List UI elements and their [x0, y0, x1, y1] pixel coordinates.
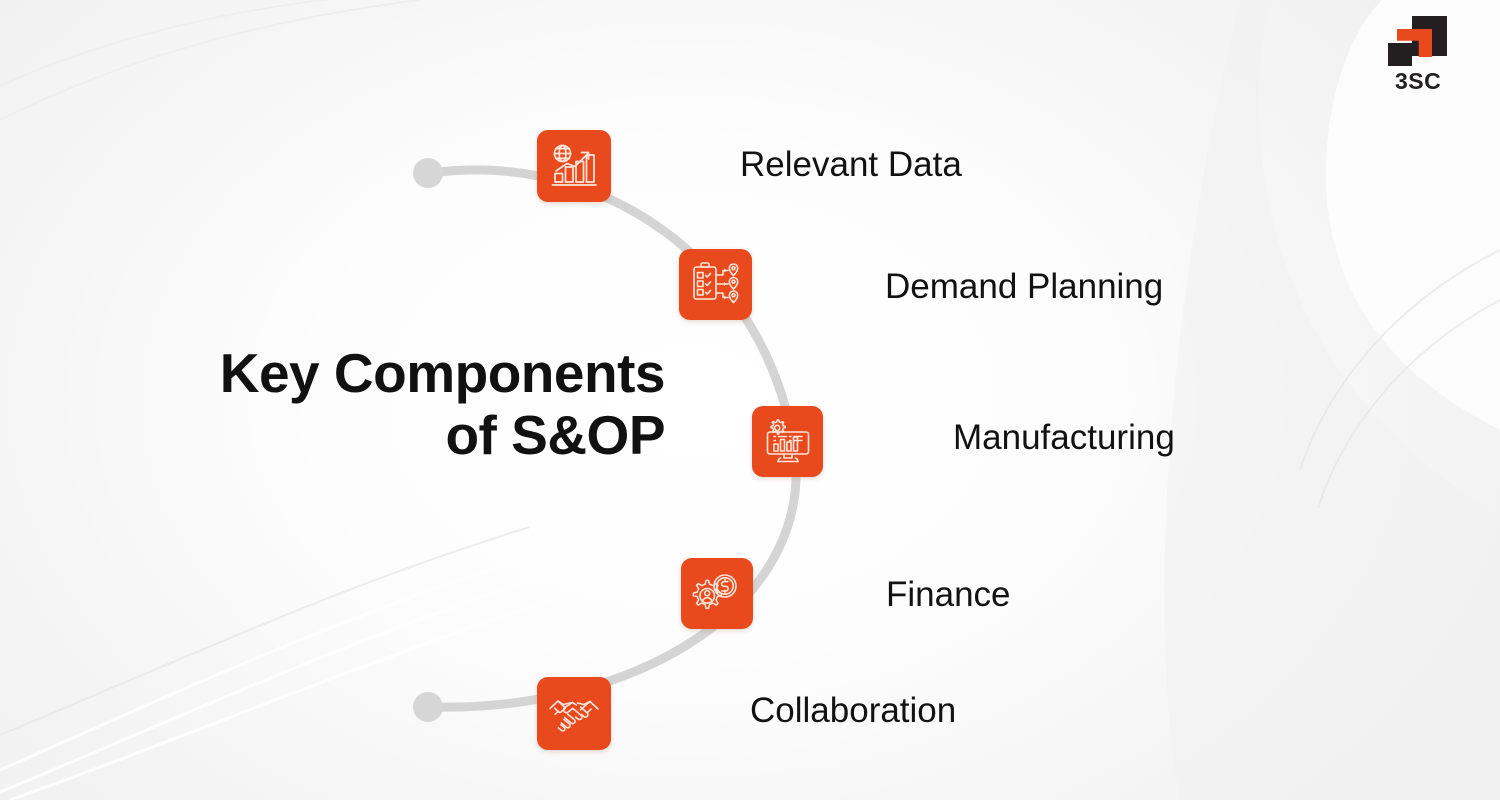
node-label-collaboration: Collaboration	[750, 691, 957, 730]
node-label-finance: Finance	[886, 575, 1011, 614]
node-tile-manufacturing[interactable]	[752, 406, 823, 477]
globe-bar-chart-growth-icon	[549, 142, 599, 190]
node-label-demand-planning: Demand Planning	[885, 267, 1164, 306]
monitor-gear-dashboard-icon	[763, 418, 813, 466]
node-tile-demand-planning[interactable]	[679, 249, 752, 320]
page-title-line-2: of S&OP	[445, 404, 665, 466]
page-title: Key Components of S&OP	[120, 342, 666, 466]
node-tile-collaboration[interactable]	[537, 677, 611, 750]
arc-endpoint-dot-top	[413, 158, 443, 188]
clipboard-checklist-location-pins-icon	[691, 261, 741, 309]
node-tile-relevant-data[interactable]	[537, 130, 611, 202]
node-tile-finance[interactable]	[681, 558, 753, 629]
gear-person-dollar-coin-icon	[692, 570, 742, 618]
page-title-line-1: Key Components	[219, 342, 666, 404]
node-label-relevant-data: Relevant Data	[740, 145, 962, 184]
logo-square-small-dark	[1388, 43, 1412, 66]
node-label-manufacturing: Manufacturing	[953, 418, 1175, 457]
brand-logo[interactable]: 3SC	[1385, 16, 1465, 94]
logo-mark-icon	[1385, 16, 1457, 66]
arc-endpoint-dot-bottom	[413, 692, 443, 722]
handshake-icon	[548, 692, 600, 736]
logo-wordmark: 3SC	[1395, 68, 1442, 94]
